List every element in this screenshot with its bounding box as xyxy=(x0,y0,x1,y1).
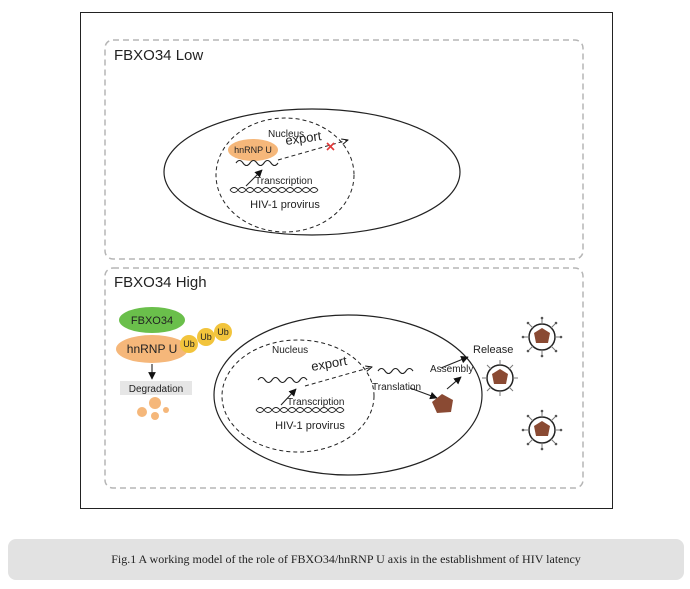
degradation-fragments xyxy=(137,397,169,420)
transcription-label-high: Transcription xyxy=(287,397,344,408)
dna-helix-high xyxy=(255,407,345,413)
caption-box: Fig.1 A working model of the role of FBX… xyxy=(8,539,684,580)
diagram-figure: FBXO34 Low Nucleus hnRNP U export Transc… xyxy=(80,12,613,509)
ub-circle-3 xyxy=(214,323,232,341)
provirus-label-high: HIV-1 provirus xyxy=(275,420,345,432)
panel-high-border xyxy=(104,267,584,489)
figure-caption: Fig.1 A working model of the role of FBX… xyxy=(111,552,581,566)
figure-frame xyxy=(80,12,613,509)
hnrnpu-label-low: hnRNP U xyxy=(234,145,272,155)
fbxo34-label: FBXO34 xyxy=(131,315,173,327)
ub-label-2: Ub xyxy=(200,332,212,342)
fbxo34-protein xyxy=(119,307,185,333)
transcription-arrow-high xyxy=(280,388,297,406)
rna-wave-cytoplasm xyxy=(377,367,414,375)
degradation-label: Degradation xyxy=(129,384,183,395)
translation-label: Translation xyxy=(372,382,421,393)
assembly-arrow xyxy=(446,376,462,390)
rna-wave-high xyxy=(257,376,308,384)
translation-arrow xyxy=(409,387,438,400)
assembly-label: Assembly xyxy=(430,364,473,375)
rna-wave-low xyxy=(235,159,279,167)
ub-circle-2 xyxy=(197,328,215,346)
dna-helix-low xyxy=(229,187,319,193)
nucleus-label-high: Nucleus xyxy=(272,345,308,356)
nucleus-high xyxy=(221,339,375,453)
transcription-label-low: Transcription xyxy=(255,176,312,187)
hnrnpu-high xyxy=(116,335,188,363)
release-label: Release xyxy=(473,344,513,356)
panel-high: FBXO34 High FBXO34 hnRNP U Ub Ub Ub Degr… xyxy=(104,267,584,489)
panel-low-title: FBXO34 Low xyxy=(114,47,203,64)
released-virion-bottom xyxy=(521,409,563,451)
export-arrow-low xyxy=(277,140,348,161)
degradation-box xyxy=(120,381,192,395)
cell-high xyxy=(213,314,483,476)
hnrnpu-low xyxy=(228,139,278,161)
provirus-label-low: HIV-1 provirus xyxy=(250,199,320,211)
nucleus-label-low: Nucleus xyxy=(268,129,304,140)
export-label-low: export xyxy=(284,128,322,148)
export-arrow-high xyxy=(304,367,372,387)
export-label-high: export xyxy=(310,353,349,374)
panel-high-title: FBXO34 High xyxy=(114,274,207,291)
nucleus-low xyxy=(215,117,355,233)
hnrnpu-label-high: hnRNP U xyxy=(127,342,177,356)
block-x-icon xyxy=(326,142,335,151)
cell-low xyxy=(163,108,461,236)
viral-protein-pentagon xyxy=(432,394,453,413)
panel-low-border xyxy=(104,39,584,260)
assembly-top-arrow xyxy=(440,356,469,369)
ub-circle-1 xyxy=(180,335,198,353)
budding-virion xyxy=(482,360,518,396)
transcription-arrow-low xyxy=(245,169,263,187)
ub-label-1: Ub xyxy=(183,339,195,349)
released-virion-top xyxy=(521,316,563,358)
panel-low: FBXO34 Low Nucleus hnRNP U export Transc… xyxy=(104,39,584,260)
ub-label-3: Ub xyxy=(217,327,229,337)
